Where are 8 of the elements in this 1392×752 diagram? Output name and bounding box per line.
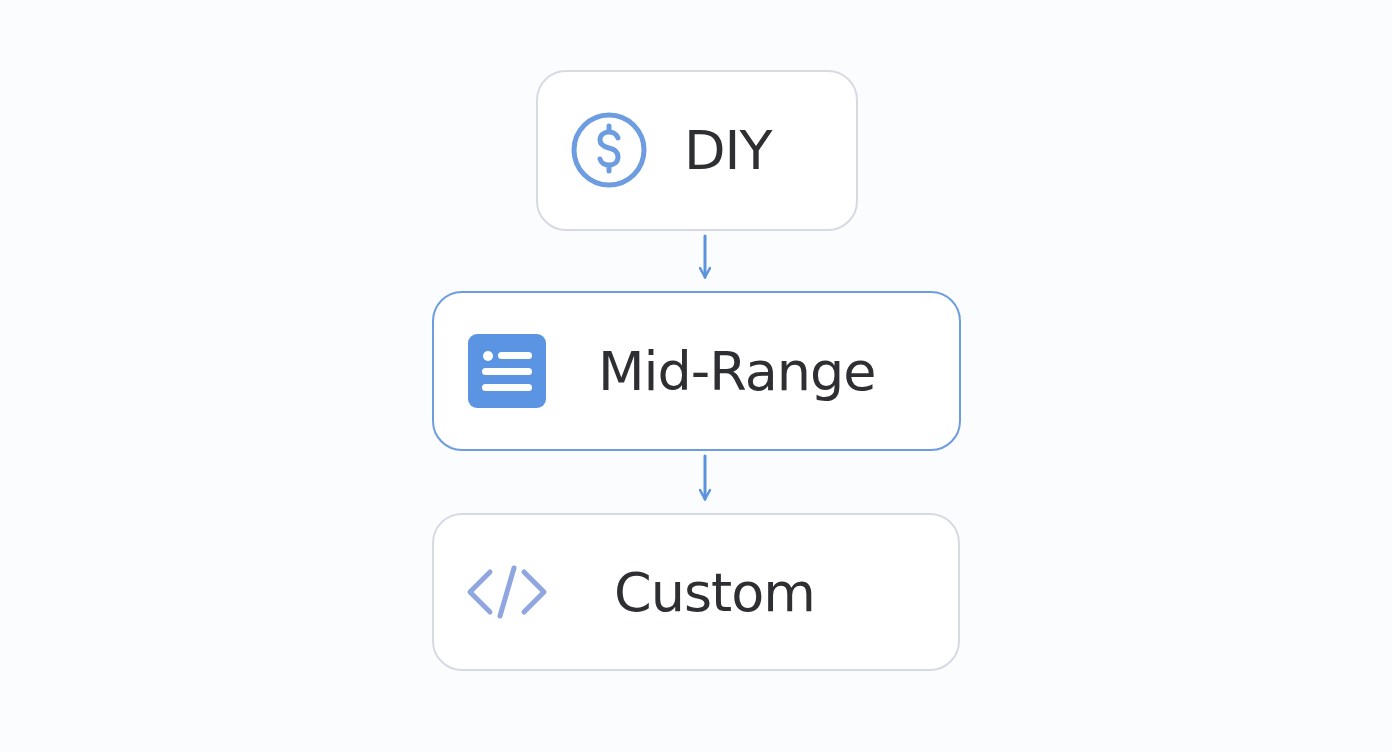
arrow: [698, 454, 712, 501]
tier-label: Mid-Range: [598, 339, 876, 403]
tier-box: [536, 70, 858, 231]
tier-label: DIY: [684, 119, 772, 182]
arrow: [698, 234, 712, 279]
tier-box: [432, 291, 961, 451]
tier-box: [432, 513, 960, 671]
tier-label: Custom: [614, 560, 815, 624]
